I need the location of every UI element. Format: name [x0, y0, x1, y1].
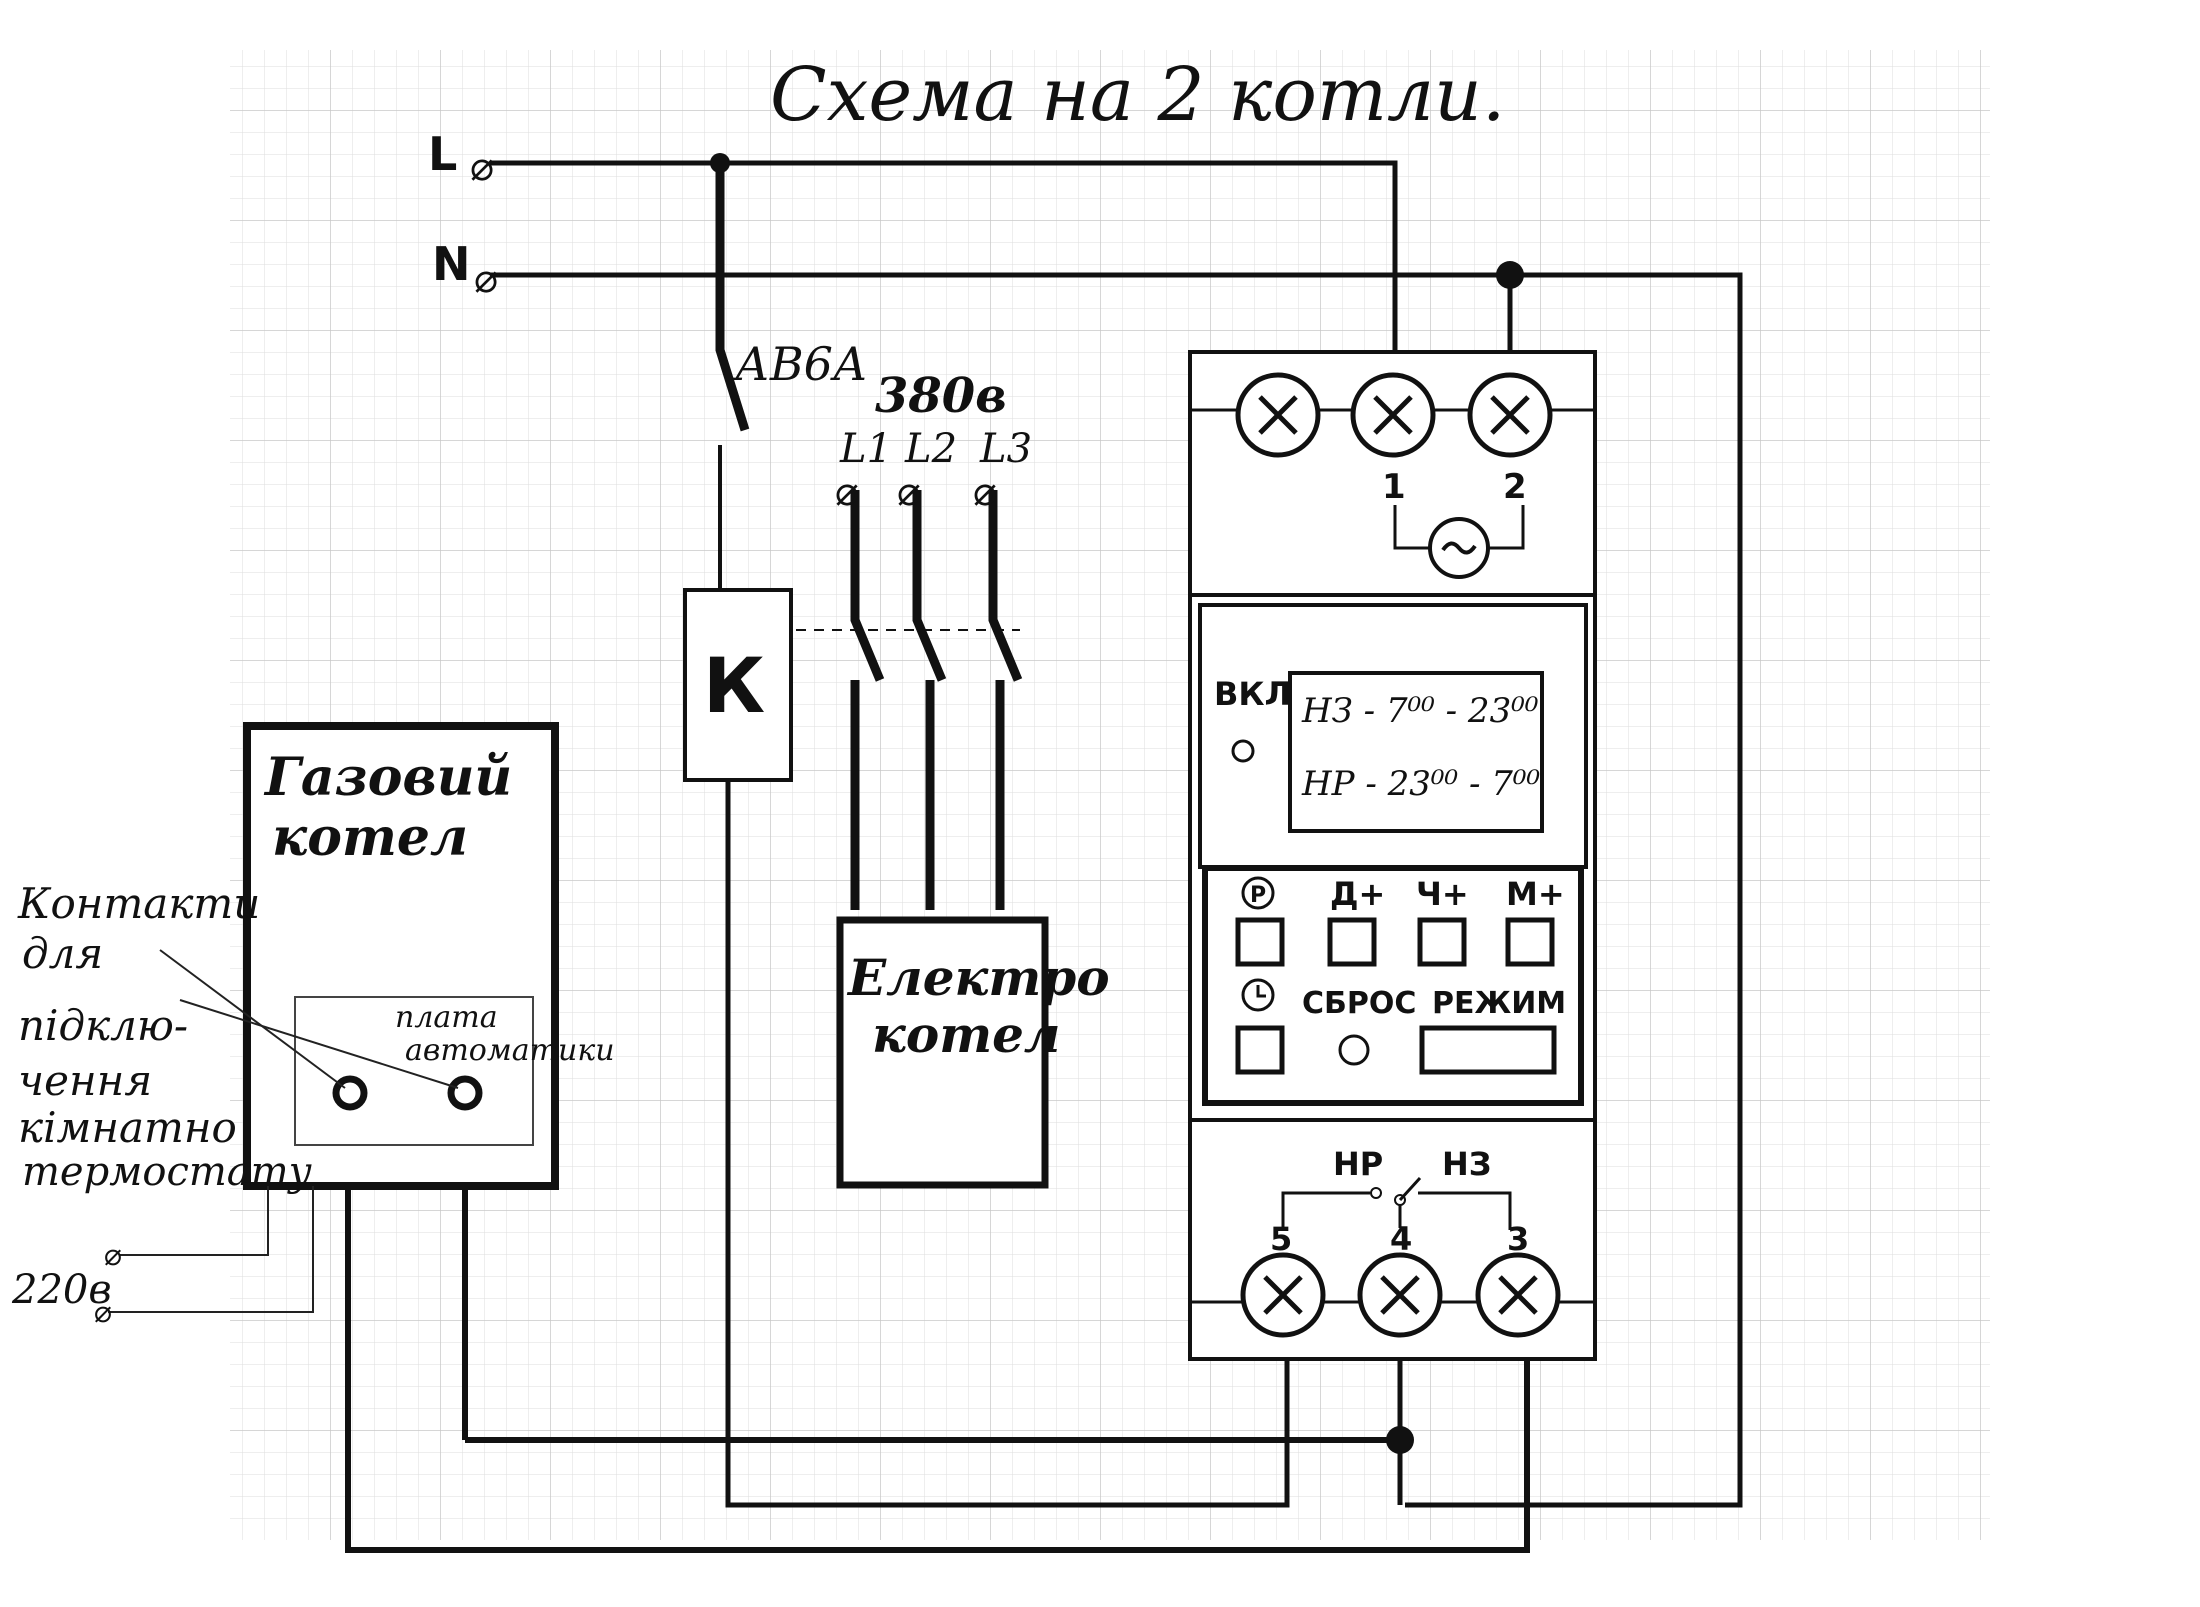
- lcd-line-nz: НЗ - 7⁰⁰ - 23⁰⁰: [1301, 691, 1539, 731]
- minute-plus-label: М+: [1506, 875, 1565, 913]
- diagram-title: Схема на 2 котли.: [770, 52, 1505, 138]
- gas-boiler-title-line1: Газовий: [263, 747, 512, 808]
- junction-dot-line: [710, 153, 730, 173]
- gas-boiler-title-line2: котел: [272, 807, 468, 868]
- electric-boiler-title-line1: Електро: [846, 948, 1110, 1007]
- neutral-terminal-icon: ⌀: [474, 256, 498, 302]
- bottom-terminal-4: 4: [1390, 1220, 1412, 1258]
- reset-label: СБРОС: [1302, 986, 1416, 1021]
- relay-nr-label: НР: [1333, 1145, 1383, 1183]
- annotation-line: для: [22, 929, 103, 978]
- bottom-terminal-3: 3: [1507, 1220, 1529, 1258]
- annotation-line: кімнатно: [18, 1103, 237, 1152]
- hour-plus-label: Ч+: [1416, 875, 1469, 913]
- clock-icon: [1241, 978, 1275, 1012]
- svg-text:⌀: ⌀: [835, 469, 859, 515]
- breaker-label: АВ6А: [732, 337, 868, 391]
- automation-board: [294, 996, 534, 1146]
- neutral-label: N: [432, 237, 471, 291]
- top-terminal-1: 1: [1382, 467, 1406, 507]
- hour-plus-button[interactable]: [1417, 917, 1467, 967]
- mains-220-terminal-icon: ⌀: [104, 1238, 122, 1273]
- timer-lcd: [1288, 671, 1544, 833]
- junction-dot-neutral: [1496, 261, 1524, 289]
- mains-220-wires: [108, 1186, 314, 1313]
- program-icon: [1241, 876, 1275, 910]
- svg-text:⌀: ⌀: [973, 469, 997, 515]
- bottom-terminal-5: 5: [1270, 1220, 1292, 1258]
- voltage-380-label: 380в: [875, 368, 1007, 424]
- phase-l1-label: L1: [839, 426, 892, 472]
- phase-wires: [850, 490, 1023, 910]
- top-terminal-2: 2: [1503, 467, 1527, 507]
- timer-keypad-module: [1202, 865, 1584, 1106]
- clock-button[interactable]: [1235, 1025, 1285, 1075]
- annotation-line: Контакти: [17, 879, 260, 928]
- timer-relay: 1 2 ВКЛ НЗ - 7⁰⁰ - 23⁰⁰ НР - 23⁰⁰ - 7⁰⁰: [1188, 350, 1597, 1361]
- line-terminal-icon: ⌀: [470, 144, 494, 190]
- supply-lines: [345, 160, 1743, 1553]
- relay-nz-label: НЗ: [1442, 1145, 1492, 1183]
- day-plus-label: Д+: [1330, 875, 1385, 913]
- junction-dot-bottom: [1386, 1426, 1414, 1454]
- annotation-line: підклю-: [18, 1001, 188, 1050]
- gas-boiler: [243, 722, 559, 1190]
- timer-bottom-module: НР НЗ 5 4 3: [1188, 1118, 1597, 1361]
- on-indicator-led: [1231, 739, 1255, 763]
- reset-button[interactable]: [1338, 1034, 1370, 1066]
- line-label: L: [428, 127, 457, 181]
- annotation-line: чення: [18, 1056, 152, 1105]
- mode-button[interactable]: [1419, 1025, 1557, 1075]
- timer-top-module: [1188, 350, 1597, 597]
- day-plus-button[interactable]: [1327, 917, 1377, 967]
- electric-boiler: [836, 916, 1049, 1189]
- mains-220-terminal-icon: ⌀: [94, 1295, 112, 1330]
- electric-boiler-title-line2: котел: [872, 1005, 1061, 1064]
- mode-label: РЕЖИМ: [1432, 986, 1566, 1021]
- thermostat-annotation: Контакти для підклю- чення кімнатно терм…: [17, 879, 313, 1195]
- contactor: [683, 588, 793, 782]
- automation-board-label-line2: автоматики: [405, 1033, 615, 1068]
- phase-l3-label: L3: [979, 426, 1032, 472]
- lcd-line-nr: НР - 23⁰⁰ - 7⁰⁰: [1301, 764, 1541, 804]
- thermostat-contact-right: [447, 1075, 483, 1111]
- automation-board-label-line1: плата: [395, 1000, 498, 1035]
- contactor-label: К: [703, 641, 765, 730]
- on-indicator-label: ВКЛ: [1214, 675, 1291, 713]
- annotation-line: термостату: [22, 1149, 313, 1195]
- phase-l2-label: L2: [904, 426, 957, 472]
- mains-220-label: 220в: [11, 1267, 112, 1313]
- annotation-pointers: [159, 949, 459, 1089]
- program-icon-label: P: [1250, 883, 1266, 908]
- program-button[interactable]: [1235, 917, 1285, 967]
- svg-text:⌀: ⌀: [897, 469, 921, 515]
- minute-plus-button[interactable]: [1505, 917, 1555, 967]
- phase-terminal-icons: ⌀ ⌀ ⌀: [835, 469, 997, 515]
